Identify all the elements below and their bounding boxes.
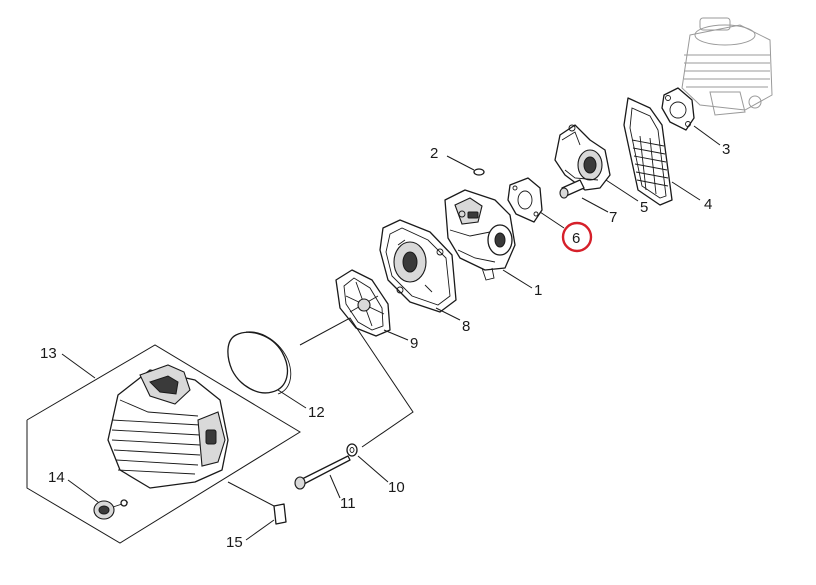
callout-11[interactable]: 11	[340, 495, 356, 512]
part-9-filter-frame[interactable]	[335, 269, 391, 337]
part-2-o-ring[interactable]	[473, 168, 485, 176]
part-11-long-bolt[interactable]	[294, 455, 351, 490]
part-6-carburetor-gasket[interactable]	[507, 177, 543, 223]
part-13-filter-cover[interactable]	[107, 364, 229, 489]
callout-1[interactable]: 1	[534, 282, 542, 299]
part-5-intake-manifold[interactable]	[554, 124, 611, 191]
callout-8[interactable]: 8	[462, 318, 470, 335]
callout-leaders	[61, 125, 721, 541]
callout-10[interactable]: 10	[388, 479, 405, 496]
callout-13[interactable]: 13	[40, 345, 57, 362]
callout-2[interactable]: 2	[430, 145, 438, 162]
part-7-bolt[interactable]	[559, 179, 585, 199]
assembly-guide-lines	[26, 317, 414, 544]
callout-7[interactable]: 7	[609, 209, 617, 226]
callout-6-highlight-ring	[561, 221, 593, 253]
callout-5[interactable]: 5	[640, 199, 648, 216]
callout-4[interactable]: 4	[704, 196, 712, 213]
part-8-air-filter-base[interactable]	[379, 219, 457, 313]
callout-12[interactable]: 12	[308, 404, 325, 421]
engine-cylinder-ghost	[681, 17, 773, 116]
callout-9[interactable]: 9	[410, 335, 418, 352]
callout-15[interactable]: 15	[226, 534, 243, 551]
part-10-washer[interactable]	[346, 443, 358, 457]
part-3-gasket[interactable]	[661, 87, 695, 131]
part-14-knob[interactable]	[93, 499, 129, 520]
callout-6[interactable]: 6	[572, 230, 580, 247]
part-1-carburetor[interactable]	[444, 189, 516, 281]
part-15-plate[interactable]	[273, 503, 287, 525]
callout-14[interactable]: 14	[48, 469, 65, 486]
part-4-insulator-plate[interactable]	[623, 97, 673, 206]
callout-labels: 1 2 3 4 5 6 7 8 9 10 11 12 13 14 15	[40, 141, 730, 551]
part-12-foam-filter[interactable]	[227, 331, 292, 395]
callout-3[interactable]: 3	[722, 141, 730, 158]
